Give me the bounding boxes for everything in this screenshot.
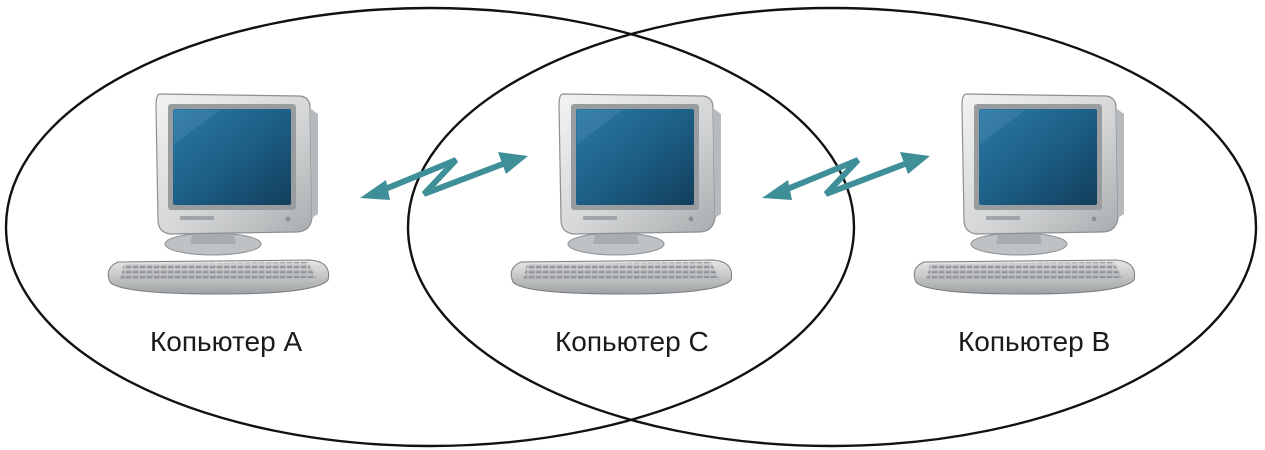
link-arrow-c-b-icon: [762, 152, 930, 200]
link-arrow-a-c-icon: [360, 152, 528, 200]
computer-c-label: Копьютер C: [555, 326, 709, 357]
computer-c-icon: [510, 93, 733, 295]
computer-a-label: Копьютер A: [150, 326, 303, 357]
computer-b-icon: [913, 93, 1136, 295]
range-ellipse-right: [406, 6, 1258, 448]
computer-b-label: Копьютер B: [958, 326, 1111, 357]
range-ellipse-left: [4, 6, 856, 448]
computer-a-icon: [107, 93, 330, 295]
